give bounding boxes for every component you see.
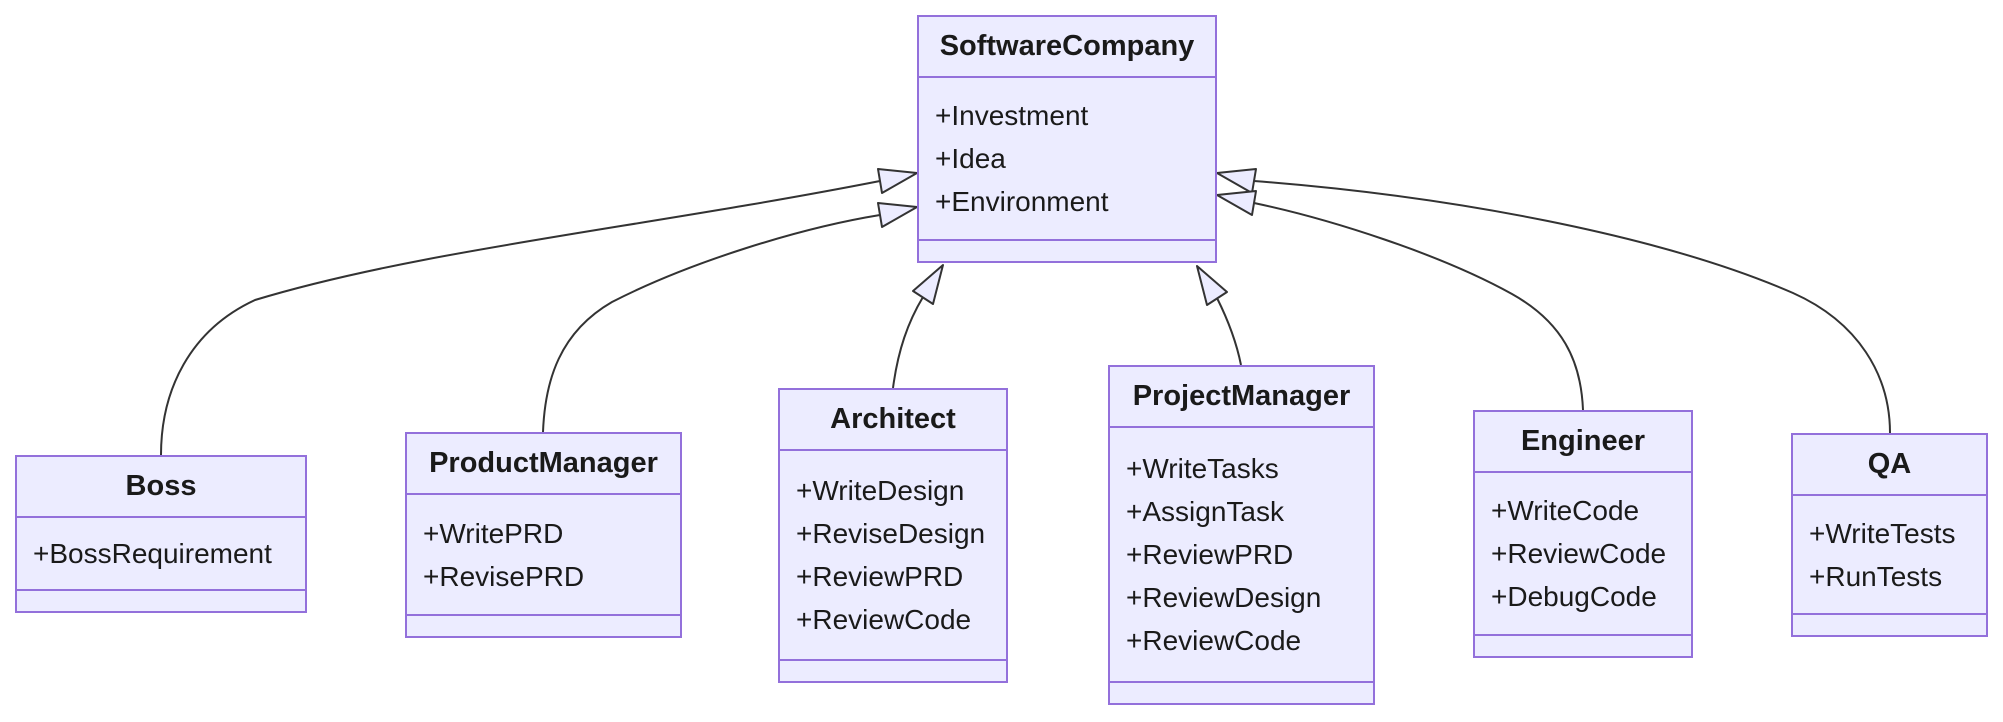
class-member: +Idea	[935, 143, 1006, 174]
class-members: +WriteTasks +AssignTask +ReviewPRD +Revi…	[1110, 428, 1373, 681]
class-methods-empty	[17, 589, 305, 611]
class-methods-empty	[1110, 681, 1373, 703]
class-member: +DebugCode	[1491, 581, 1657, 612]
class-member: +Investment	[935, 100, 1089, 131]
class-member: +WriteDesign	[796, 475, 965, 506]
class-methods-empty	[407, 614, 680, 636]
edge-qa-to-softwarecompany	[1253, 180, 1891, 434]
class-node-engineer: Engineer +WriteCode +ReviewCode +DebugCo…	[1473, 410, 1693, 658]
class-member: +ReviewCode	[1491, 538, 1667, 569]
edge-projectmanager-to-softwarecompany	[1216, 297, 1242, 366]
class-methods-empty	[1793, 613, 1986, 635]
class-title: ProjectManager	[1110, 367, 1373, 428]
class-member: +WritePRD	[423, 517, 564, 549]
class-node-projectmanager: ProjectManager +WriteTasks +AssignTask +…	[1108, 365, 1375, 705]
class-member: +ReviseDesign	[796, 518, 986, 549]
class-title: Engineer	[1475, 412, 1691, 473]
class-member: +ReviewDesign	[1126, 582, 1322, 613]
class-node-architect: Architect +WriteDesign +ReviseDesign +Re…	[778, 388, 1008, 683]
class-member: +ReviewCode	[796, 604, 972, 635]
class-member: +ReviewCode	[1126, 625, 1302, 656]
class-title: Boss	[17, 457, 305, 518]
class-title: ProductManager	[407, 434, 680, 495]
inheritance-arrowhead-engineer	[1216, 190, 1257, 216]
class-member: +AssignTask	[1126, 496, 1284, 527]
edge-engineer-to-softwarecompany	[1253, 202, 1584, 411]
edge-architect-to-softwarecompany	[892, 296, 924, 389]
inheritance-arrowhead-boss	[877, 168, 918, 194]
class-title: SoftwareCompany	[919, 17, 1215, 78]
class-members: +BossRequirement	[17, 518, 305, 589]
class-members: +WriteDesign +ReviseDesign +ReviewPRD +R…	[780, 451, 1006, 659]
edge-boss-to-softwarecompany	[160, 180, 881, 456]
class-title: Architect	[780, 390, 1006, 451]
class-member: +RunTests	[1809, 560, 1943, 592]
class-member: +WriteTests	[1809, 517, 1956, 549]
class-member: +BossRequirement	[33, 538, 272, 569]
inheritance-arrowhead-projectmanager	[1196, 265, 1228, 306]
class-members: +WriteCode +ReviewCode +DebugCode	[1475, 473, 1691, 634]
class-member: +ReviewPRD	[796, 561, 964, 592]
class-member: +Environment	[935, 186, 1109, 217]
class-title: QA	[1793, 435, 1986, 496]
class-node-softwarecompany: SoftwareCompany +Investment +Idea +Envir…	[917, 15, 1217, 263]
inheritance-arrowhead-productmanager	[877, 202, 918, 228]
class-methods-empty	[1475, 634, 1691, 656]
class-members: +Investment +Idea +Environment	[919, 78, 1215, 239]
inheritance-arrowhead-qa	[1216, 168, 1257, 194]
edge-productmanager-to-softwarecompany	[542, 214, 881, 433]
class-member: +RevisePRD	[423, 560, 585, 592]
class-methods-empty	[780, 659, 1006, 681]
class-members: +WritePRD +RevisePRD	[407, 495, 680, 614]
class-node-boss: Boss +BossRequirement	[15, 455, 307, 613]
inheritance-arrowhead-architect	[912, 264, 944, 305]
class-member: +WriteCode	[1491, 495, 1640, 526]
class-methods-empty	[919, 239, 1215, 261]
class-node-qa: QA +WriteTests +RunTests	[1791, 433, 1988, 637]
class-node-productmanager: ProductManager +WritePRD +RevisePRD	[405, 432, 682, 638]
class-member: +ReviewPRD	[1126, 539, 1294, 570]
class-member: +WriteTasks	[1126, 453, 1279, 484]
class-members: +WriteTests +RunTests	[1793, 496, 1986, 613]
